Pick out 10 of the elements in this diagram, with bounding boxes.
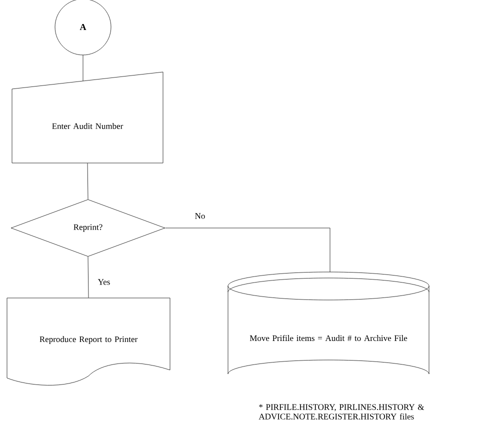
footnote-text: * PIRFILE.HISTORY, PIRLINES.HISTORY & ADVICE.NOTE.REGISTER.HISTORY files (258, 404, 424, 420)
connector-line (82, 54, 84, 82)
edge-label: Yes (96, 278, 112, 286)
node-label: Move Prifile items = Audit # to Archive File (250, 334, 408, 342)
connector-line (165, 228, 330, 272)
connector-line (87, 163, 88, 200)
connector-line (88, 256, 89, 298)
edge-label: No (194, 212, 206, 220)
database-cylinder: Move Prifile items = Audit # to Archive File (228, 272, 430, 374)
manual-input-box: Enter Audit Number (12, 72, 164, 164)
